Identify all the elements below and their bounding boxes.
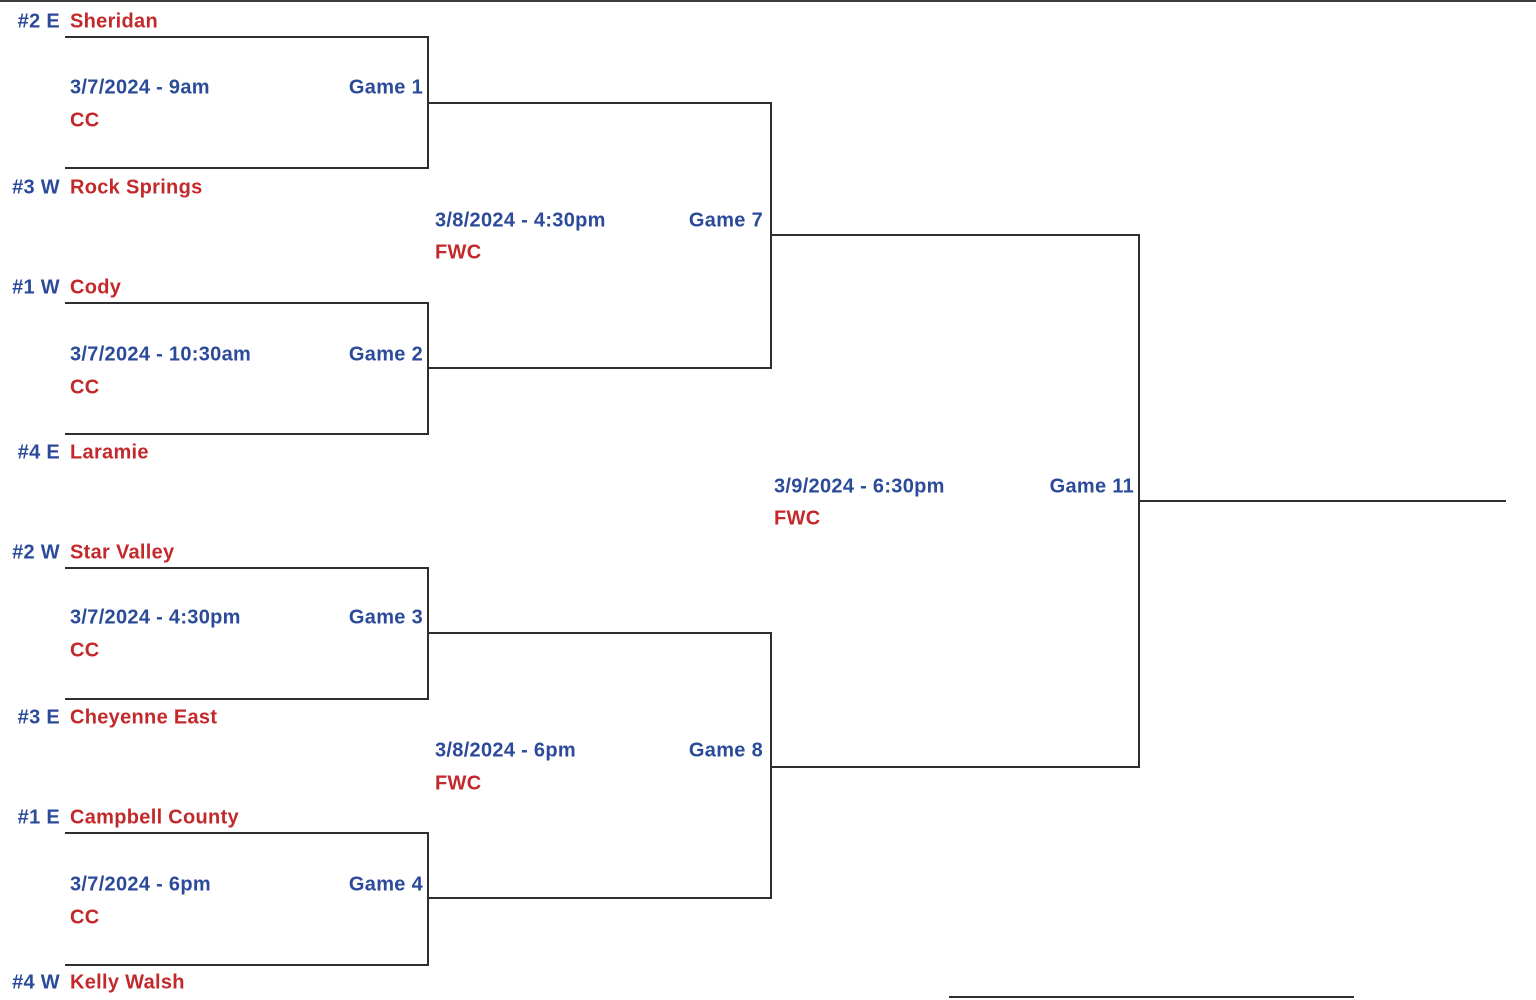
bracket-line-game4-top bbox=[65, 832, 429, 834]
seed-label: #3 W bbox=[12, 176, 60, 199]
team-row: #2 E Sheridan bbox=[0, 11, 158, 34]
seed-label: #4 E bbox=[17, 441, 60, 464]
game-site: CC bbox=[70, 109, 100, 132]
bracket-line-bottom-partial bbox=[949, 996, 1354, 998]
team-name: Cody bbox=[70, 276, 122, 299]
team-name: Sheridan bbox=[70, 10, 158, 33]
bracket-line-game1-top bbox=[65, 36, 429, 38]
seed-label: #3 E bbox=[17, 706, 60, 729]
team-row: #2 W Star Valley bbox=[0, 542, 174, 565]
game-datetime: 3/7/2024 - 4:30pm bbox=[70, 606, 241, 629]
game-info-row: 3/9/2024 - 6:30pm Game 11 bbox=[774, 476, 1134, 499]
bracket-line-game4-bottom bbox=[65, 964, 429, 966]
team-name: Rock Springs bbox=[70, 176, 203, 199]
game-info-row: 3/7/2024 - 4:30pm Game 3 bbox=[70, 607, 423, 630]
bracket-line-game8-right bbox=[770, 632, 772, 899]
bracket-line-game8-bottom bbox=[427, 897, 772, 899]
team-name: Cheyenne East bbox=[70, 706, 218, 729]
team-row: #1 W Cody bbox=[0, 277, 121, 300]
game-site: CC bbox=[70, 906, 100, 929]
bracket-line-game7-winner bbox=[770, 234, 1140, 236]
bracket-line-game8-winner bbox=[770, 766, 1140, 768]
team-row: #4 E Laramie bbox=[0, 442, 149, 465]
seed-label: #1 E bbox=[17, 806, 60, 829]
game-datetime: 3/8/2024 - 6pm bbox=[435, 739, 576, 762]
seed-label: #2 W bbox=[12, 541, 60, 564]
game-site: FWC bbox=[435, 772, 482, 795]
game-info-row: 3/7/2024 - 10:30am Game 2 bbox=[70, 344, 423, 367]
team-row: #3 W Rock Springs bbox=[0, 177, 203, 200]
bracket-line-game3-bottom bbox=[65, 698, 429, 700]
bracket-line-game3-top bbox=[65, 567, 429, 569]
game-datetime: 3/7/2024 - 9am bbox=[70, 76, 210, 99]
game-datetime: 3/7/2024 - 10:30am bbox=[70, 343, 252, 366]
seed-label: #1 W bbox=[12, 276, 60, 299]
team-name: Star Valley bbox=[70, 541, 175, 564]
game-site: CC bbox=[70, 639, 100, 662]
game-label: Game 11 bbox=[1049, 475, 1134, 498]
game-label: Game 7 bbox=[688, 209, 763, 232]
bracket-line-game8-top bbox=[427, 632, 772, 634]
team-name: Campbell County bbox=[70, 806, 239, 829]
team-row: #4 W Kelly Walsh bbox=[0, 972, 185, 995]
game-site: CC bbox=[70, 376, 100, 399]
game-datetime: 3/9/2024 - 6:30pm bbox=[774, 475, 945, 498]
game-info-row: 3/8/2024 - 4:30pm Game 7 bbox=[435, 210, 763, 233]
game-label: Game 1 bbox=[348, 76, 423, 99]
bracket-line-game2-top bbox=[65, 302, 429, 304]
team-name: Laramie bbox=[70, 441, 149, 464]
game-info-row: 3/7/2024 - 6pm Game 4 bbox=[70, 874, 423, 897]
game-site: FWC bbox=[774, 507, 821, 530]
game-label: Game 3 bbox=[348, 606, 423, 629]
seed-label: #4 W bbox=[12, 971, 60, 994]
game-site: FWC bbox=[435, 241, 482, 264]
game-label: Game 4 bbox=[348, 873, 423, 896]
game-label: Game 8 bbox=[688, 739, 763, 762]
top-border-line bbox=[0, 0, 1536, 2]
bracket-line-game7-top bbox=[427, 102, 772, 104]
game-datetime: 3/7/2024 - 6pm bbox=[70, 873, 211, 896]
bracket-line-game2-bottom bbox=[65, 433, 429, 435]
game-datetime: 3/8/2024 - 4:30pm bbox=[435, 209, 606, 232]
team-row: #3 E Cheyenne East bbox=[0, 707, 217, 730]
game-label: Game 2 bbox=[348, 343, 423, 366]
team-name: Kelly Walsh bbox=[70, 971, 185, 994]
bracket-line-game11-winner bbox=[1138, 500, 1506, 502]
bracket-line-game7-bottom bbox=[427, 367, 772, 369]
game-info-row: 3/7/2024 - 9am Game 1 bbox=[70, 77, 423, 100]
team-row: #1 E Campbell County bbox=[0, 807, 239, 830]
bracket-line-game1-bottom bbox=[65, 167, 429, 169]
bracket-line-game4-right bbox=[427, 832, 429, 966]
game-info-row: 3/8/2024 - 6pm Game 8 bbox=[435, 740, 763, 763]
seed-label: #2 E bbox=[17, 10, 60, 33]
